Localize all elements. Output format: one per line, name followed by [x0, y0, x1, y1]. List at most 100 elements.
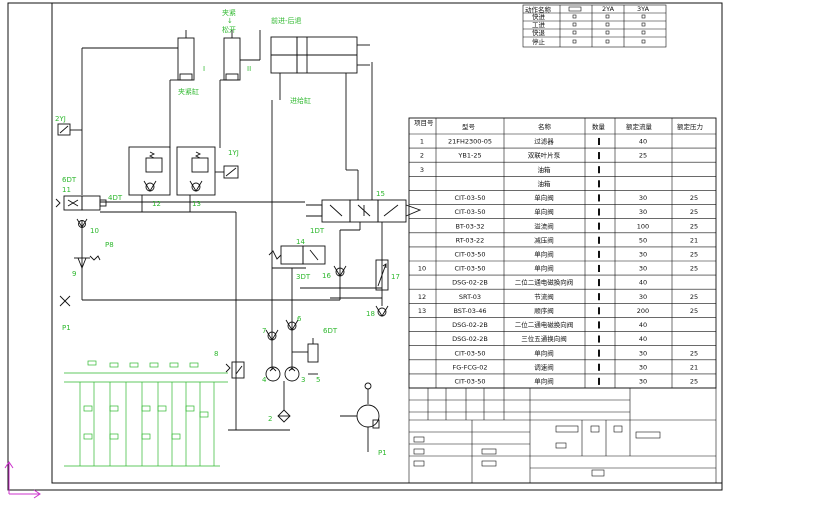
- parts-cell: 溢流阀: [534, 221, 554, 230]
- piping: [81, 30, 383, 431]
- parts-cell: CIT-03-50: [454, 349, 485, 357]
- check-valve-6: [285, 319, 299, 331]
- label-13: 13: [192, 200, 201, 208]
- label-4dt: 4DT: [108, 194, 123, 202]
- ucs-axis-icon: [4, 461, 41, 499]
- label-14: 14: [296, 238, 305, 246]
- qty-marker: [598, 236, 600, 244]
- parts-cell: 二位二通电磁换向阀: [515, 320, 574, 329]
- parts-cell: 油箱: [538, 165, 552, 174]
- parts-cell: 单向阀: [534, 249, 554, 258]
- label-11: 11: [62, 186, 71, 194]
- clamp-label: 夹紧: [222, 8, 236, 17]
- label-3: 3: [301, 376, 305, 384]
- label-16: 16: [322, 272, 331, 280]
- parts-cell: 10: [418, 265, 426, 273]
- parts-cell: 30: [639, 208, 647, 216]
- parts-header-qty: 数量: [592, 122, 606, 131]
- parts-cell: 30: [639, 194, 647, 202]
- valve-11: [55, 195, 107, 211]
- valve-8: [225, 361, 245, 379]
- line-end-x: [59, 295, 71, 307]
- parts-cell: 过滤器: [534, 137, 554, 146]
- check-valve-16: [333, 265, 347, 277]
- parts-cell: 21: [690, 363, 698, 371]
- qty-marker: [598, 264, 600, 273]
- parts-cell: 单向阀: [534, 264, 554, 273]
- pressure-switch-2yj: [57, 123, 82, 136]
- action-header-3ya: 3YA: [637, 5, 650, 13]
- qty-marker: [598, 363, 600, 371]
- label-17: 17: [391, 273, 400, 281]
- parts-cell: 单向阀: [534, 348, 554, 357]
- parts-cell: 二位二通电磁换向阀: [515, 278, 574, 287]
- parts-cell: 30: [639, 377, 647, 385]
- qty-marker: [598, 349, 600, 357]
- parts-cell: BT-03-32: [455, 222, 484, 230]
- parts-cell: YB1-25: [457, 152, 481, 160]
- qty-marker: [598, 321, 600, 329]
- parts-cell: CIT-03-50: [454, 208, 485, 216]
- action-table: 动作名称 2YA 3YA 快进 工进 快退 停止: [522, 4, 667, 48]
- title-block: [408, 387, 717, 484]
- label-10: 10: [90, 227, 99, 235]
- parts-cell: 25: [690, 194, 698, 202]
- parts-header-model: 型号: [462, 122, 476, 131]
- qty-marker: [598, 250, 600, 258]
- feed-label: 前进-后退: [271, 16, 302, 25]
- label-6: 6: [297, 315, 302, 323]
- directional-valve-15: [306, 199, 422, 223]
- label-3dt: 3DT: [296, 273, 311, 281]
- parts-cell: 25: [690, 307, 698, 315]
- qty-marker: [598, 377, 600, 385]
- parts-cell: FG-FCG-02: [452, 363, 487, 371]
- qty-marker: [598, 180, 600, 188]
- label-p8: P8: [105, 241, 114, 249]
- parts-cell: 单向阀: [534, 207, 554, 216]
- valve-12: [128, 146, 171, 196]
- parts-cell: 40: [639, 279, 647, 287]
- label-6dt-a: 6DT: [62, 176, 77, 184]
- qty-marker: [598, 279, 600, 287]
- parts-cell: 25: [690, 208, 698, 216]
- label-15: 15: [376, 190, 385, 198]
- check-valve-10: [76, 218, 88, 228]
- electrical-ladder: [64, 360, 228, 467]
- pump-3: [284, 366, 300, 382]
- release-label: 松开: [222, 25, 236, 34]
- label-18: 18: [366, 310, 375, 318]
- clamp-cylinder-1: [177, 30, 195, 81]
- label-i: I: [203, 65, 205, 73]
- parts-cell: 25: [690, 293, 698, 301]
- parts-cell: 25: [690, 377, 698, 385]
- qty-marker: [598, 208, 600, 216]
- qty-marker: [598, 152, 600, 160]
- valve-9: [74, 255, 101, 270]
- filter-2: [277, 381, 291, 423]
- inner-frame: [51, 2, 723, 484]
- parts-cell: 25: [690, 265, 698, 273]
- parts-cell: 21FH2300-05: [448, 138, 492, 146]
- label-p1: P1: [62, 324, 71, 332]
- qty-marker: [598, 166, 600, 174]
- parts-cell: 节流阀: [534, 292, 554, 301]
- parts-cell: 25: [690, 222, 698, 230]
- parts-cell: 30: [639, 293, 647, 301]
- check-valve-7: [265, 329, 279, 341]
- action-row-name: 工进: [532, 21, 546, 29]
- label-1dt: 1DT: [310, 227, 325, 235]
- parts-cell: 单向阀: [534, 376, 554, 385]
- parts-cell: 1: [420, 138, 424, 146]
- parts-cell: 三位五通换向阀: [521, 334, 567, 343]
- label-2: 2: [268, 415, 272, 423]
- parts-cell: 单向阀: [534, 193, 554, 202]
- parts-cell: 30: [639, 250, 647, 258]
- check-valve-18: [375, 298, 389, 317]
- label-5: 5: [316, 376, 320, 384]
- valve-14: [268, 245, 326, 265]
- parts-cell: 50: [639, 236, 647, 244]
- parts-cell: DSG-02-2B: [452, 335, 488, 343]
- action-row-name: 快进: [532, 12, 546, 21]
